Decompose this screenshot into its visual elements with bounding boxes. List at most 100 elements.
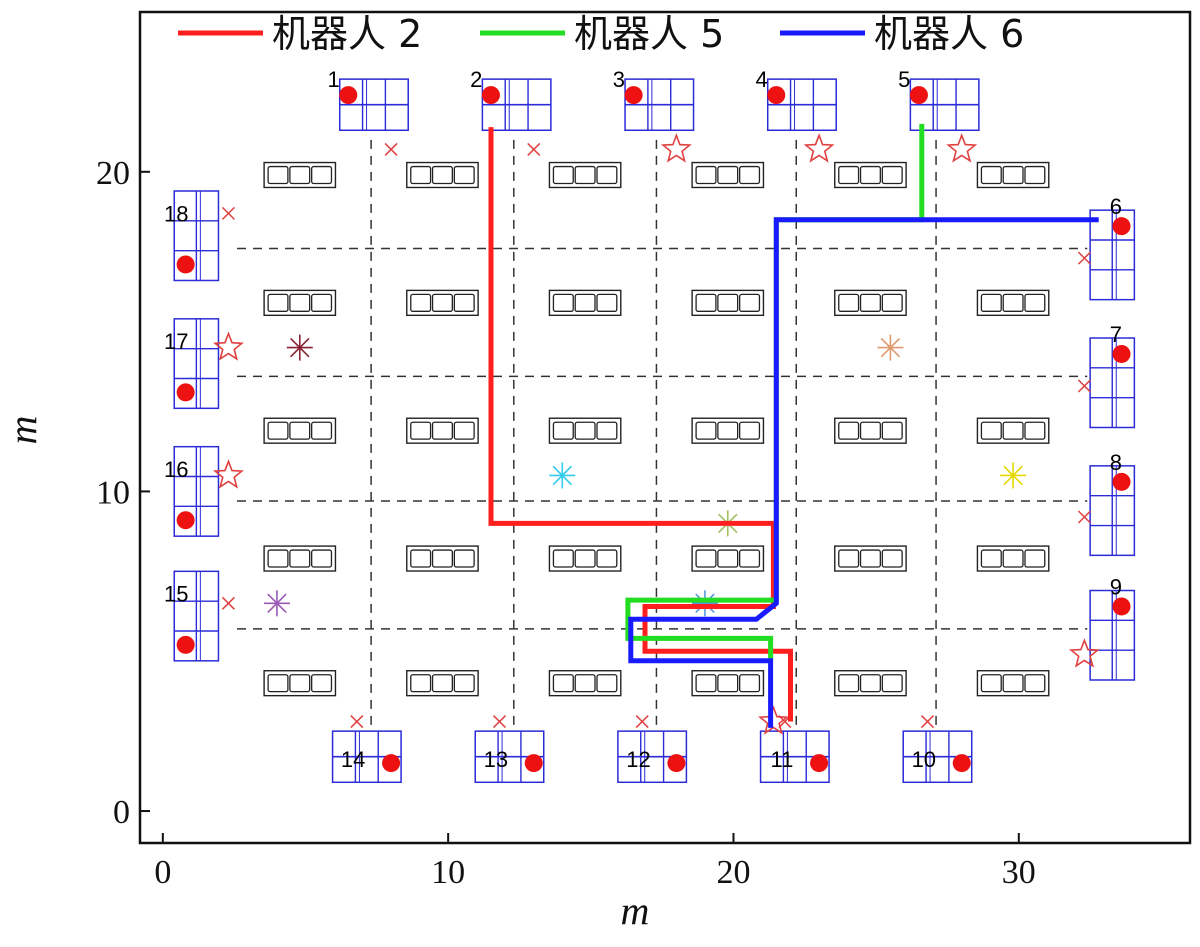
shelf-cell (838, 674, 860, 693)
cross-stroke (492, 715, 507, 729)
shelf (691, 289, 765, 317)
shelf-cell (859, 293, 881, 312)
x-axis-label: m (621, 888, 650, 933)
shelf-cell (596, 421, 618, 440)
cross-marker (221, 596, 235, 610)
shelf-cell (552, 293, 574, 312)
marker-layer (212, 133, 1100, 735)
station-label: 11 (771, 747, 794, 772)
shelf-cell (838, 421, 860, 440)
axes-frame (138, 10, 1192, 845)
station-7: 7 (1089, 322, 1136, 429)
path-机器人 2 (488, 127, 793, 722)
shelf-cell (838, 165, 860, 185)
shelf (691, 417, 765, 444)
shelf-cell (739, 421, 761, 440)
shelf-cell (859, 421, 881, 440)
station-2: 2 (470, 67, 552, 132)
shelf-cell (289, 549, 311, 568)
cross-marker (635, 715, 649, 729)
shelf-cell (717, 293, 739, 312)
shelf (548, 161, 622, 189)
station-17: 17 (164, 318, 220, 410)
shelf-cell (881, 421, 903, 440)
x-tick-label: 30 (1002, 854, 1036, 891)
burst-ray (267, 593, 287, 614)
cross-marker (1077, 379, 1091, 393)
station-robot-dot (952, 754, 971, 773)
burst-ray (290, 337, 310, 358)
shelf (691, 545, 765, 572)
shelf-cell (717, 674, 739, 693)
shelf-cell (267, 674, 289, 693)
shelf-cell (431, 421, 453, 440)
shelf-cell (695, 165, 717, 185)
shelf (406, 670, 479, 697)
shelf (691, 670, 765, 697)
shelf (263, 417, 337, 444)
shelf-cell (574, 293, 596, 312)
shelf-cell (410, 549, 432, 568)
station-10: 10 (902, 730, 973, 784)
legend-label: 机器人 2 (272, 12, 422, 56)
shelf-cell (267, 165, 289, 185)
shelf-cell (1024, 293, 1046, 312)
shelf-cell (717, 549, 739, 568)
station-label: 12 (626, 747, 650, 772)
station-16: 16 (164, 445, 220, 537)
shelf (834, 545, 907, 572)
shelf (406, 417, 479, 444)
shelf-cell (453, 293, 475, 312)
shelf (834, 161, 907, 189)
shelf-cell (1024, 674, 1046, 693)
shelf (834, 289, 907, 317)
shelf-cell (739, 549, 761, 568)
shelf-cell (552, 549, 574, 568)
station-robot-dot (810, 754, 829, 773)
shelf-cell (717, 165, 739, 185)
shelf (976, 670, 1050, 697)
shelf-cell (695, 293, 717, 312)
station-9: 9 (1089, 574, 1136, 681)
shelf (548, 289, 622, 317)
star-marker (660, 133, 692, 163)
y-axis-label: m (0, 416, 45, 445)
cross-stroke (384, 142, 398, 156)
shelf (691, 161, 765, 189)
y-tick-label: 20 (96, 155, 130, 192)
legend-label: 机器人 5 (574, 12, 724, 56)
shelf-cell (410, 421, 432, 440)
shelf-cell (695, 421, 717, 440)
shelf-cell (1002, 549, 1024, 568)
station-robot-dot (1112, 344, 1131, 363)
station-robot-dot (176, 383, 195, 402)
shelf-cell (739, 165, 761, 185)
cross-stroke (527, 142, 541, 156)
station-label: 9 (1110, 574, 1122, 599)
shelf (263, 670, 337, 697)
cross-stroke (1077, 510, 1091, 524)
shelf (406, 161, 479, 189)
shelf-cell (859, 165, 881, 185)
shelf-cell (311, 549, 333, 568)
shelf (263, 161, 337, 189)
station-label: 10 (912, 747, 936, 772)
shelf-cell (410, 293, 432, 312)
shelf-cell (410, 165, 432, 185)
cross-stroke (221, 206, 235, 220)
shelf-cell (980, 549, 1002, 568)
shelf-cell (311, 421, 333, 440)
station-robot-dot (176, 635, 195, 654)
y-tick-label: 0 (113, 794, 130, 831)
shelf-cell (717, 421, 739, 440)
station-label: 7 (1110, 322, 1122, 347)
cross-marker (1077, 251, 1091, 265)
shelf-cell (695, 674, 717, 693)
cross-marker (527, 142, 541, 156)
shelf-cell (859, 549, 881, 568)
legend-entry: 机器人 6 (780, 12, 1024, 56)
shelf (406, 545, 479, 572)
shelf-cell (289, 674, 311, 693)
shelf-cell (838, 293, 860, 312)
